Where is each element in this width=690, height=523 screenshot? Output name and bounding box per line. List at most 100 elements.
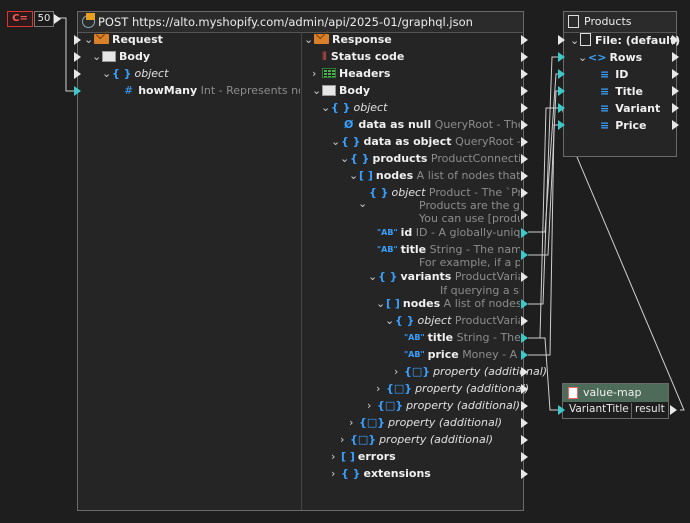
tree-property-additional[interactable]: ›{□}property (additional) — [340, 432, 493, 448]
tree-status-code[interactable]: ⦀Status code — [322, 49, 404, 65]
products-title-port-in[interactable] — [558, 86, 565, 96]
request-port[interactable] — [74, 35, 81, 45]
products-id-port-in[interactable] — [558, 69, 565, 79]
output-port[interactable] — [521, 418, 528, 428]
products-node-header[interactable]: Products — [564, 12, 676, 33]
tree-variant-price[interactable]: "AB"price Money - A mo — [404, 347, 520, 363]
value-map-output[interactable]: result — [635, 403, 665, 415]
constant-value[interactable]: 50 — [34, 11, 54, 27]
output-port[interactable] — [521, 120, 528, 130]
output-port[interactable] — [521, 35, 528, 45]
tree-headers[interactable]: ›Headers — [312, 66, 390, 82]
output-port[interactable] — [521, 69, 528, 79]
output-port[interactable] — [521, 103, 528, 113]
output-port-variant-title[interactable] — [521, 333, 528, 343]
tree-property-additional[interactable]: ›{□}property (additional) — [349, 415, 502, 431]
expand-toggle[interactable]: › — [312, 66, 322, 82]
tree-body-response[interactable]: ⌄Body — [312, 83, 370, 99]
collapse-toggle[interactable]: ⌄ — [368, 269, 378, 285]
tree-object[interactable]: ⌄{ }object — [102, 66, 168, 82]
body-port[interactable] — [74, 52, 81, 62]
output-port[interactable] — [521, 384, 528, 394]
value-map-input[interactable]: VariantTitle — [569, 403, 629, 415]
collapse-toggle[interactable]: ⌄ — [331, 134, 341, 150]
output-port[interactable] — [521, 469, 528, 479]
request-node-header[interactable]: POST https://alto.myshopify.com/admin/ap… — [78, 12, 523, 33]
products-price-port-in[interactable] — [558, 120, 565, 130]
collapse-toggle[interactable]: ⌄ — [358, 196, 368, 212]
value-map-node[interactable]: value-map VariantTitle result — [562, 383, 669, 419]
products-id[interactable]: ≡ID — [600, 66, 628, 83]
output-port-title[interactable] — [521, 250, 528, 260]
collapse-toggle[interactable]: ⌄ — [385, 313, 395, 329]
output-port[interactable] — [521, 367, 528, 377]
expand-toggle[interactable]: › — [376, 381, 386, 397]
value-map-input-port[interactable] — [558, 405, 565, 415]
tree-variant-nodes[interactable]: ⌄[ ]nodes A list of nodes th — [376, 296, 520, 312]
output-port[interactable] — [521, 171, 528, 181]
expand-toggle[interactable]: › — [340, 432, 350, 448]
tree-body[interactable]: ⌄Body — [92, 49, 150, 65]
constant-output-port[interactable] — [54, 14, 61, 24]
tree-products[interactable]: ⌄{ }products ProductConnection — [340, 151, 520, 167]
tree-property-additional[interactable]: ›{□}property (additional) — [367, 398, 520, 414]
products-title-field[interactable]: ≡Title — [600, 83, 643, 100]
output-port[interactable] — [521, 272, 528, 282]
constant-node[interactable]: C= 50 — [7, 11, 57, 27]
products-variant[interactable]: ≡Variant — [600, 100, 660, 117]
output-port-price[interactable] — [521, 350, 528, 360]
collapse-toggle[interactable]: ⌄ — [570, 32, 580, 49]
products-price[interactable]: ≡Price — [600, 117, 646, 134]
tree-howmany[interactable]: #howMany Int - Represents nor — [124, 83, 300, 99]
products-rows-port-in[interactable] — [558, 52, 565, 62]
products-rows[interactable]: ⌄<>Rows — [578, 49, 642, 66]
expand-toggle[interactable]: › — [331, 466, 341, 482]
products-port-out[interactable] — [672, 103, 679, 113]
tree-object-response[interactable]: ⌄{ }object — [321, 100, 387, 116]
expand-toggle[interactable]: › — [349, 415, 359, 431]
expand-toggle[interactable]: › — [331, 449, 341, 465]
output-port[interactable] — [521, 435, 528, 445]
output-port[interactable] — [521, 401, 528, 411]
tree-data-object[interactable]: ⌄{ }data as object QueryRoot - The — [331, 134, 520, 150]
output-port[interactable] — [521, 154, 528, 164]
tree-extensions[interactable]: ›{ }extensions — [331, 466, 431, 482]
collapse-toggle[interactable]: ⌄ — [376, 296, 386, 312]
collapse-toggle[interactable]: ⌄ — [349, 168, 359, 184]
tree-variant-object[interactable]: ⌄{ }object ProductVarian — [385, 313, 520, 329]
tree-errors[interactable]: ›[ ]errors — [331, 449, 396, 465]
output-port[interactable] — [521, 188, 528, 198]
output-port[interactable] — [521, 52, 528, 62]
expand-toggle[interactable]: › — [394, 364, 404, 380]
tree-request[interactable]: ⌄Request — [84, 32, 163, 48]
tree-id[interactable]: "AB"id ID - A globally-unique — [377, 225, 520, 241]
output-port-id[interactable] — [521, 228, 528, 238]
products-node[interactable]: Products ⌄File: (default) ⌄<>Rows ≡ID ≡T… — [563, 11, 677, 157]
output-port[interactable] — [521, 210, 528, 220]
tree-response[interactable]: ⌄Response — [304, 32, 392, 48]
tree-property-additional[interactable]: ›{□}property (additional) — [376, 381, 529, 397]
object-port[interactable] — [74, 69, 81, 79]
tree-product-object-toggle[interactable]: ⌄ — [358, 196, 368, 212]
collapse-toggle[interactable]: ⌄ — [304, 32, 314, 48]
tree-nodes[interactable]: ⌄[ ]nodes A list of nodes that a — [349, 168, 520, 184]
products-file-port-in[interactable] — [558, 35, 565, 45]
products-port-out[interactable] — [672, 52, 679, 62]
products-file[interactable]: ⌄File: (default) — [570, 32, 680, 49]
output-port-variant-nodes[interactable] — [521, 299, 528, 309]
output-port[interactable] — [521, 452, 528, 462]
collapse-toggle[interactable]: ⌄ — [312, 83, 322, 99]
collapse-toggle[interactable]: ⌄ — [84, 32, 94, 48]
collapse-toggle[interactable]: ⌄ — [102, 66, 112, 82]
value-map-header[interactable]: value-map — [563, 384, 668, 402]
value-map-output-port[interactable] — [670, 405, 677, 415]
output-port[interactable] — [521, 137, 528, 147]
howmany-port[interactable] — [74, 86, 81, 96]
collapse-toggle[interactable]: ⌄ — [340, 151, 350, 167]
products-port-out[interactable] — [672, 35, 679, 45]
tree-data-null[interactable]: Ødata as null QueryRoot - The sc — [344, 117, 520, 133]
products-port-out[interactable] — [672, 120, 679, 130]
tree-variant-title[interactable]: "AB"title String - The tit — [404, 330, 520, 346]
products-port-out[interactable] — [672, 69, 679, 79]
products-variant-port-in[interactable] — [558, 103, 565, 113]
